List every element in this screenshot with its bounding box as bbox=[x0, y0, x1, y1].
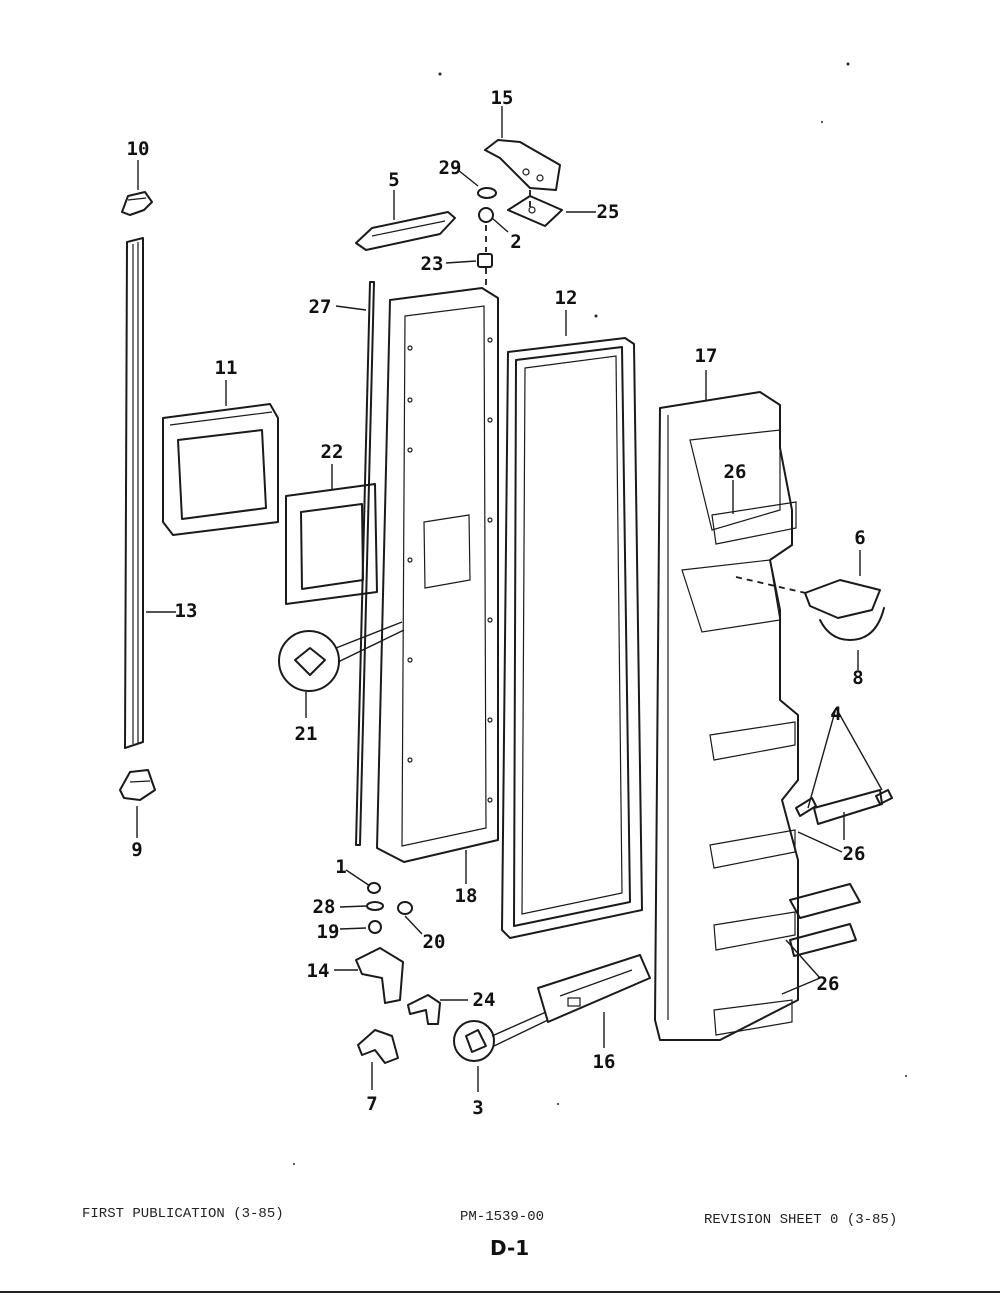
callout-25: 25 bbox=[597, 201, 620, 223]
callout-27: 26 bbox=[724, 461, 747, 483]
footer-part-manual-number: PM-1539-00 bbox=[460, 1209, 545, 1225]
callout-29: 28 bbox=[313, 896, 336, 918]
callout-23: 23 bbox=[421, 253, 444, 275]
part-23-plug bbox=[477, 253, 493, 268]
part-4-clip bbox=[795, 789, 893, 817]
callout-17: 17 bbox=[695, 345, 718, 367]
bottom-rule bbox=[0, 1291, 1000, 1293]
part-26-shelf-bar bbox=[813, 789, 883, 825]
part-15-top-hinge bbox=[484, 139, 561, 191]
part-29-washer bbox=[366, 901, 384, 911]
part-13-trim-strip bbox=[124, 237, 144, 749]
callout-13: 13 bbox=[175, 600, 198, 622]
callout-8: 8 bbox=[852, 667, 863, 689]
part-7-hinge-cover bbox=[357, 1029, 399, 1064]
callout-15: 15 bbox=[491, 87, 514, 109]
callout-22: 22 bbox=[321, 441, 344, 463]
callout-24: 24 bbox=[473, 989, 496, 1011]
callout-4: 4 bbox=[830, 703, 841, 725]
callout-26-lower: 26 bbox=[817, 973, 840, 995]
part-19-bushing bbox=[368, 920, 382, 934]
callout-21: 21 bbox=[295, 723, 318, 745]
leader-lines bbox=[136, 106, 883, 1092]
part-25-hinge-plate bbox=[507, 195, 563, 227]
part-17-door-liner bbox=[654, 391, 799, 1041]
callout-5: 5 bbox=[388, 169, 399, 191]
callout-20: 20 bbox=[423, 931, 446, 953]
part-26-shelf-bar-lower bbox=[789, 883, 861, 957]
part-21-detail bbox=[278, 621, 405, 692]
callout-14: 14 bbox=[307, 960, 330, 982]
callout-7: 7 bbox=[366, 1093, 377, 1115]
part-14-bottom-hinge bbox=[355, 947, 404, 1004]
part-16-bottom-bracket bbox=[537, 954, 651, 1023]
callout-30: 29 bbox=[439, 157, 462, 179]
footer-revision-sheet: REVISION SHEET 0 (3-85) bbox=[704, 1212, 898, 1228]
part-24-bracket bbox=[407, 994, 441, 1025]
page-label: D-1 bbox=[490, 1236, 530, 1260]
callout-labels: 15 10 29 5 2 25 23 12 27 17 11 26 22 6 1… bbox=[127, 87, 866, 1119]
callout-3: 3 bbox=[472, 1097, 483, 1119]
part-9-hinge-cap bbox=[119, 769, 156, 801]
callout-26-upper: 26 bbox=[843, 843, 866, 865]
part-2-bushing bbox=[478, 207, 494, 223]
part-18-door-frame bbox=[376, 287, 499, 863]
callout-9: 9 bbox=[131, 839, 142, 861]
callout-6: 6 bbox=[854, 527, 865, 549]
callout-18: 18 bbox=[455, 885, 478, 907]
detail-leader bbox=[491, 1011, 549, 1047]
detail-leader bbox=[335, 621, 405, 663]
callout-28: 27 bbox=[309, 296, 332, 318]
part-28-rod bbox=[355, 281, 375, 846]
callout-11: 11 bbox=[215, 357, 238, 379]
part-3-detail bbox=[453, 1011, 549, 1062]
part-30-washer bbox=[477, 187, 497, 199]
part-1-screw bbox=[367, 882, 381, 894]
callout-12: 12 bbox=[555, 287, 578, 309]
footer-first-publication: FIRST PUBLICATION (3-85) bbox=[82, 1206, 284, 1222]
part-20-cap bbox=[397, 901, 413, 915]
part-11-dispenser-frame bbox=[162, 403, 279, 536]
scan-specks bbox=[235, 62, 907, 1165]
callout-19: 19 bbox=[317, 921, 340, 943]
part-10-hinge-cap bbox=[121, 191, 153, 216]
assembly-line bbox=[735, 576, 811, 595]
callout-10: 10 bbox=[127, 138, 150, 160]
part-5-top-bracket bbox=[355, 211, 456, 251]
callout-2: 2 bbox=[510, 231, 521, 253]
part-6-cup bbox=[804, 579, 881, 619]
callout-16: 16 bbox=[593, 1051, 616, 1073]
part-12-door-gasket bbox=[501, 337, 643, 939]
part-8-handle bbox=[819, 607, 885, 641]
callout-1: 1 bbox=[335, 856, 346, 878]
